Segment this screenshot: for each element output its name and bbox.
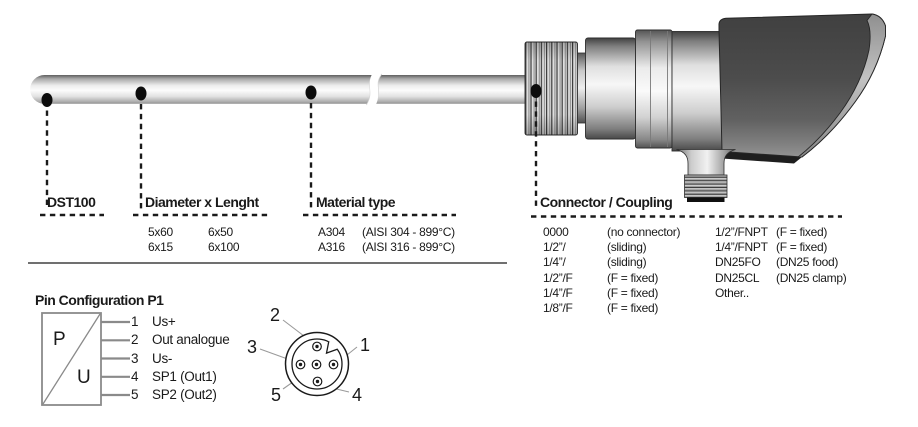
- callout-dot-model: [41, 93, 53, 107]
- callout-dot-material: [305, 85, 317, 100]
- option-row: 1/4”/FNPT (F = fixed): [715, 240, 846, 255]
- tube-break-mark: [366, 70, 382, 109]
- option-row: DN25CL (DN25 clamp): [715, 270, 847, 286]
- option-desc: (F = fixed): [776, 225, 828, 239]
- option-code: 5x60: [148, 225, 173, 239]
- option-row: 1/2”/F (F = fixed): [543, 271, 680, 286]
- probe-tube-drawing: [30, 70, 527, 109]
- pin-configuration-title: Pin Configuration P1: [35, 292, 164, 308]
- option-code: 1/8”/F: [543, 301, 573, 316]
- option-row: Other..: [715, 286, 846, 301]
- option-row: DN25FO (DN25 food): [715, 255, 846, 270]
- option-row: 1/4”/F (F = fixed): [543, 286, 680, 301]
- callout-material-label: Material type: [316, 194, 396, 210]
- option-code: 0000: [543, 225, 569, 239]
- option-row: 1/8”/F (F = fixed): [543, 301, 680, 316]
- material-options-list: A304 (AISI 304 - 899°C) A316 (AISI 316 -…: [318, 225, 455, 255]
- face-digit-top: 2: [270, 305, 280, 325]
- pin-number: 4: [131, 368, 139, 384]
- display-cone-drawing: [718, 13, 886, 164]
- pin-number: 5: [131, 387, 139, 403]
- pin-leader-lines: [101, 320, 130, 397]
- option-code: 6x100: [208, 240, 240, 255]
- option-code: 1/4”/FNPT: [715, 240, 768, 255]
- pin-row: 2 Out analogue: [131, 331, 230, 349]
- face-pins: [295, 341, 339, 387]
- sensor-head-body-drawing: [577, 29, 723, 152]
- option-code: 6x50: [208, 225, 233, 239]
- process-thread-drawing: [524, 41, 578, 136]
- callout-model-label: DST100: [47, 194, 96, 210]
- pin-row: 4 SP1 (Out1): [131, 368, 229, 386]
- option-code: 1/4”/F: [543, 285, 573, 300]
- pin-label: Us-: [152, 350, 173, 366]
- option-row: A316 (AISI 316 - 899°C): [318, 240, 455, 255]
- option-code: 1/2”/FNPT: [715, 225, 768, 239]
- option-code: 1/2”/: [543, 240, 566, 255]
- option-row: 5x60 6x50: [148, 225, 239, 240]
- block-label-p: P: [53, 329, 66, 350]
- option-code: DN25FO: [715, 255, 761, 270]
- option-desc: (DN25 clamp): [776, 270, 847, 285]
- dimension-options-list: 5x60 6x50 6x15 6x100: [148, 225, 240, 255]
- pin-list: 1 Us+ 2 Out analogue 3 Us- 4 SP1 (Out1) …: [131, 313, 230, 404]
- callout-dot-dimensions: [135, 86, 147, 101]
- option-code: Other..: [715, 285, 749, 300]
- face-digit-bottom: 4: [352, 385, 362, 405]
- option-desc: (F = fixed): [607, 270, 659, 285]
- callout-dot-connector: [530, 84, 542, 98]
- option-code: DN25CL: [715, 270, 760, 285]
- pin-block-schematic: [41, 312, 130, 406]
- option-code: 1/2”/F: [543, 270, 573, 285]
- callout-connector-label: Connector / Coupling: [540, 194, 673, 210]
- pin-number: 1: [131, 314, 139, 329]
- block-label-u: U: [77, 367, 91, 388]
- option-code: A304: [318, 225, 345, 239]
- option-desc: (no connector): [607, 225, 681, 239]
- pin-label: SP2 (Out2): [152, 387, 217, 403]
- pin-label: Out analogue: [152, 332, 230, 348]
- option-code: 1/4”/: [543, 255, 566, 270]
- callout-dashed-lines: [40, 101, 842, 218]
- pin-label: SP1 (Out1): [152, 368, 217, 384]
- m12-connector-stub-drawing: [676, 149, 736, 202]
- option-desc: (sliding): [607, 255, 647, 270]
- pin-label: Us+: [152, 314, 176, 329]
- pin-number: 2: [131, 332, 139, 348]
- option-row: 1/4”/ (sliding): [543, 255, 680, 270]
- face-digit-left: 3: [247, 337, 257, 357]
- connector-options-right: 1/2”/FNPT (F = fixed) 1/4”/FNPT (F = fix…: [715, 225, 847, 301]
- connector-face-diagram: [259, 319, 358, 397]
- option-row: 6x15 6x100: [148, 240, 240, 255]
- pin-row: 5 SP2 (Out2): [131, 386, 229, 404]
- option-desc: (F = fixed): [607, 301, 659, 316]
- option-row: 1/2”/ (sliding): [543, 240, 680, 255]
- option-desc: (DN25 food): [776, 255, 839, 270]
- option-row: A304 (AISI 304 - 899°C): [318, 225, 455, 240]
- option-code: 6x15: [148, 240, 173, 255]
- option-desc: (sliding): [607, 240, 647, 255]
- callout-dots: [41, 84, 542, 107]
- option-desc: (F = fixed): [607, 285, 659, 300]
- connector-options-left: 0000 (no connector) 1/2”/ (sliding) 1/4”…: [543, 225, 680, 316]
- option-row: 0000 (no connector): [543, 225, 680, 240]
- pin-row: 1 Us+: [131, 313, 229, 331]
- face-digit-center: 5: [271, 385, 281, 405]
- option-row: 1/2”/FNPT (F = fixed): [715, 225, 846, 240]
- option-desc: (AISI 316 - 899°C): [362, 240, 455, 255]
- option-code: A316: [318, 240, 345, 255]
- pin-row: 3 Us-: [131, 350, 229, 368]
- option-desc: (F = fixed): [776, 240, 828, 255]
- option-desc: (AISI 304 - 899°C): [362, 225, 455, 239]
- face-digit-right: 1: [360, 335, 370, 355]
- pin-number: 3: [131, 350, 139, 366]
- callout-dimensions-label: Diameter x Lenght: [145, 194, 259, 210]
